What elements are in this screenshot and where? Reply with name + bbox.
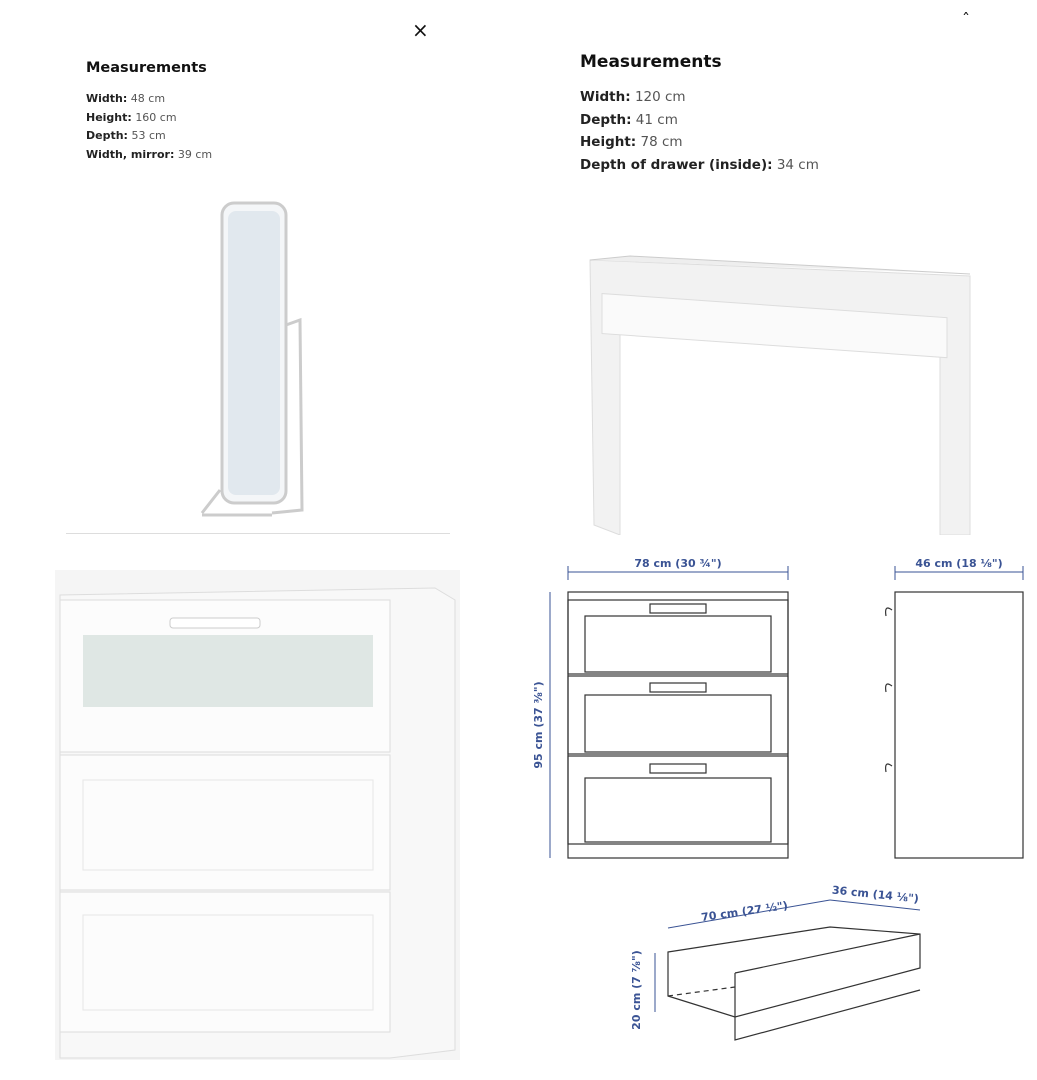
spec-value: 39 cm — [177, 147, 213, 161]
standing-mirror-image — [200, 201, 304, 517]
spec-label: Depth: — [86, 129, 128, 142]
front-width-label: 78 cm (30 ¾") — [634, 557, 721, 570]
divider — [66, 533, 450, 534]
spec-label: Height: — [86, 110, 132, 124]
height-label: 95 cm (37 ⅜") — [532, 681, 545, 768]
spec-label: Width: — [580, 89, 631, 105]
spec-row: Depth of drawer (inside): 34 cm — [580, 154, 819, 177]
spec-value: 53 cm — [131, 129, 166, 142]
spec-value: 41 cm — [635, 111, 678, 128]
drawer-depth-label: 36 cm (14 ⅛") — [831, 883, 919, 905]
mirror-title: Measurements — [86, 60, 207, 76]
spec-label: Depth: — [580, 111, 632, 128]
spec-label: Height: — [580, 134, 637, 150]
spec-label: Depth of drawer (inside): — [580, 156, 773, 173]
table-title: Measurements — [580, 52, 722, 72]
spec-value: 48 cm — [130, 92, 166, 105]
spec-row: Height: 78 cm — [580, 131, 819, 154]
spec-value: 78 cm — [640, 134, 683, 150]
chest-of-drawers-image — [55, 570, 460, 1060]
dimension-diagram: 78 cm (30 ¾") 46 cm (18 ⅛") 95 cm (37 ⅜"… — [532, 557, 1024, 1041]
spec-row: Depth: 53 cm — [86, 127, 212, 146]
dressing-table-image — [580, 250, 1000, 535]
spec-label: Width, mirror: — [86, 147, 175, 161]
drawer-width-label: 70 cm (27 ½") — [700, 899, 788, 924]
side-depth-label: 46 cm (18 ⅛") — [915, 557, 1002, 570]
spec-value: 160 cm — [135, 110, 177, 124]
chevron-up-icon[interactable]: ˆ — [962, 10, 970, 29]
drawer-height-label: 20 cm (7 ⅞") — [630, 950, 643, 1030]
spec-value: 120 cm — [634, 89, 686, 105]
spec-label: Width: — [86, 92, 128, 105]
spec-row: Width: 48 cm — [86, 90, 212, 109]
spec-row: Width, mirror: 39 cm — [86, 146, 212, 165]
spec-row: Depth: 41 cm — [580, 109, 819, 132]
spec-value: 34 cm — [776, 156, 819, 173]
spec-row: Height: 160 cm — [86, 109, 212, 128]
close-button[interactable]: × — [412, 18, 429, 42]
spec-row: Width: 120 cm — [580, 86, 819, 109]
